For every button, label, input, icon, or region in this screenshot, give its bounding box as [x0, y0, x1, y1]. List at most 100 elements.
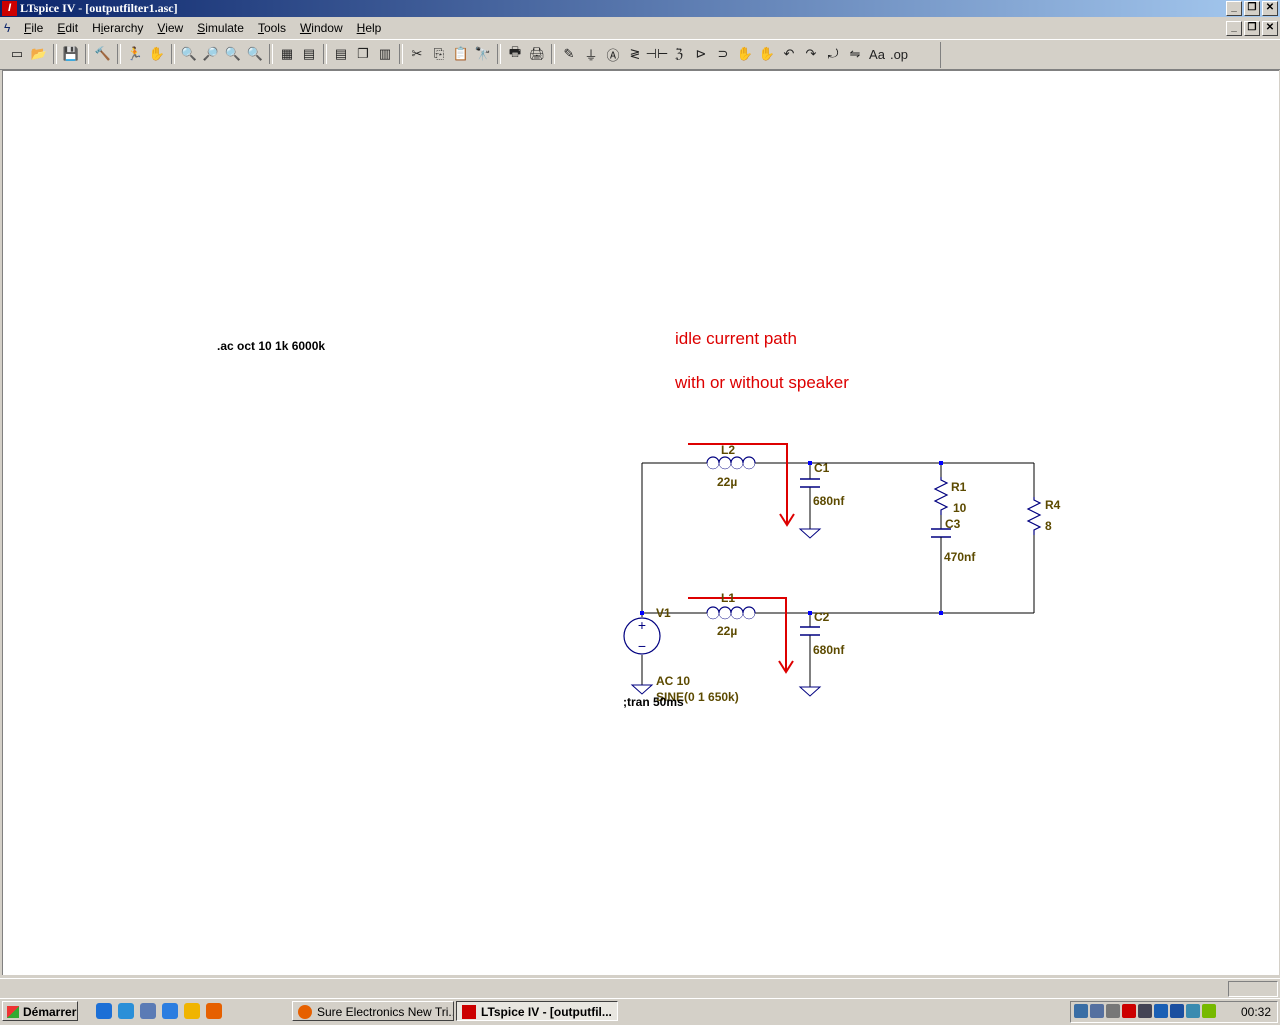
schematic-canvas[interactable]: + − .ac oct 10 1k 6000k idle current pat… — [2, 70, 1279, 975]
tile-horizontal-icon[interactable]: ▤ — [334, 46, 348, 61]
spice-directive-icon[interactable]: .op — [889, 46, 909, 62]
task-button-ltspice[interactable]: LTspice IV - [outputfil... — [456, 1001, 618, 1021]
V1-sine-value[interactable]: SINE(0 1 650k) — [656, 690, 739, 704]
ltspice-tray-icon[interactable] — [1122, 1004, 1136, 1018]
paste-icon[interactable]: 📋 — [452, 46, 470, 61]
rotate-icon[interactable]: ⤾ — [827, 46, 839, 61]
nvidia-icon[interactable] — [1202, 1004, 1216, 1018]
firefox-icon[interactable] — [206, 1003, 222, 1019]
L2-name[interactable]: L2 — [721, 443, 735, 457]
capacitor-C2[interactable] — [800, 626, 820, 636]
V1-name[interactable]: V1 — [656, 606, 671, 620]
resistor-R1[interactable] — [933, 477, 949, 515]
diode-icon[interactable]: ⊳ — [695, 46, 707, 61]
info-icon[interactable] — [1154, 1004, 1168, 1018]
volume-icon[interactable] — [1090, 1004, 1104, 1018]
ie2-icon[interactable] — [162, 1003, 178, 1019]
L2-value[interactable]: 22µ — [717, 475, 737, 489]
R1-value[interactable]: 10 — [953, 501, 967, 515]
C2-name[interactable]: C2 — [814, 610, 830, 624]
component-icon[interactable]: ⊃ — [717, 46, 729, 61]
zoom-fit-icon[interactable]: 🔍 — [246, 46, 264, 61]
waveform-icon[interactable]: ▦ — [280, 46, 294, 61]
text-icon[interactable]: Aa — [869, 46, 885, 62]
annotation-idle-current[interactable]: idle current path — [675, 329, 797, 348]
R4-name[interactable]: R4 — [1045, 498, 1061, 512]
print-setup-icon[interactable]: 🖶 — [508, 44, 522, 59]
undo-icon[interactable]: ↶ — [783, 46, 795, 61]
mirror-icon[interactable]: ⇋ — [849, 46, 861, 61]
voltage-source-V1[interactable]: + − — [623, 617, 661, 655]
C1-value[interactable]: 680nf — [813, 494, 845, 508]
zoom-in-icon[interactable]: 🔍 — [180, 46, 198, 61]
C1-name[interactable]: C1 — [814, 461, 830, 475]
annotation-speaker[interactable]: with or without speaker — [674, 373, 849, 392]
ie-icon[interactable] — [96, 1003, 112, 1019]
monitor-icon[interactable] — [1138, 1004, 1152, 1018]
L1-name[interactable]: L1 — [721, 591, 735, 605]
V1-ac-value[interactable]: AC 10 — [656, 674, 690, 688]
menu-tools[interactable]: Tools — [257, 21, 286, 35]
bluetooth-icon[interactable] — [1170, 1004, 1184, 1018]
ground-icon[interactable]: ⏚ — [584, 47, 598, 63]
drag-icon[interactable]: ✋ — [758, 46, 776, 61]
pan-icon[interactable]: 🔎 — [202, 46, 220, 61]
redo-icon[interactable]: ↷ — [805, 46, 817, 61]
doc-restore-button[interactable]: ❐ — [1244, 21, 1260, 36]
minimize-button[interactable]: _ — [1226, 1, 1242, 16]
security-icon[interactable] — [1186, 1004, 1200, 1018]
draw-wire-icon[interactable]: ✎ — [563, 46, 575, 61]
antivirus-icon[interactable] — [1106, 1004, 1120, 1018]
cascade-icon[interactable]: ❐ — [357, 46, 369, 61]
capacitor-C3[interactable] — [931, 528, 951, 543]
open-icon[interactable]: 📂 — [30, 46, 48, 61]
doc-minimize-button[interactable]: _ — [1226, 21, 1242, 36]
find-icon[interactable]: 🔭 — [474, 46, 492, 61]
menu-edit[interactable]: Edit — [57, 21, 79, 35]
resistor-icon[interactable]: ≷ — [629, 46, 641, 61]
ac-directive[interactable]: .ac oct 10 1k 6000k — [217, 339, 325, 353]
ltspice-app-icon[interactable]: Ɩ — [2, 1, 17, 16]
doc-close-button[interactable]: ✕ — [1262, 21, 1278, 36]
media-icon[interactable] — [184, 1003, 200, 1019]
R4-value[interactable]: 8 — [1045, 519, 1052, 533]
clock[interactable]: 00:32 — [1240, 1005, 1271, 1019]
notepad-icon[interactable] — [140, 1003, 156, 1019]
start-button[interactable]: Démarrer — [2, 1001, 78, 1021]
capacitor-icon[interactable]: ⊣⊢ — [645, 46, 669, 61]
network-icon[interactable] — [1074, 1004, 1088, 1018]
tile-vertical-icon[interactable]: ▥ — [378, 46, 392, 61]
task-button-browser[interactable]: Sure Electronics New Tri... — [292, 1001, 454, 1021]
menu-view[interactable]: View — [157, 21, 184, 35]
resistor-R4[interactable] — [1026, 497, 1042, 535]
menu-help[interactable]: Help — [356, 21, 382, 35]
menu-hierarchy[interactable]: Hierarchy — [92, 21, 144, 35]
print-icon[interactable]: 🖨 — [528, 46, 546, 61]
capacitor-C1[interactable] — [800, 478, 820, 488]
inductor-L2[interactable] — [706, 456, 756, 470]
C3-name[interactable]: C3 — [945, 517, 961, 531]
outlook-icon[interactable] — [118, 1003, 134, 1019]
schematic-svg[interactable]: + − .ac oct 10 1k 6000k idle current pat… — [3, 71, 1279, 975]
maximize-button[interactable]: ❐ — [1244, 1, 1260, 16]
inductor-L1[interactable] — [706, 606, 756, 620]
L1-value[interactable]: 22µ — [717, 624, 737, 638]
save-icon[interactable]: 💾 — [62, 46, 80, 61]
move-icon[interactable]: ✋ — [736, 46, 754, 61]
menu-window[interactable]: Window — [299, 21, 343, 35]
C2-value[interactable]: 680nf — [813, 643, 845, 657]
run-icon[interactable]: 🏃 — [126, 46, 144, 61]
R1-name[interactable]: R1 — [951, 480, 967, 494]
autorange-icon[interactable]: ▤ — [302, 46, 316, 61]
menu-simulate[interactable]: Simulate — [197, 21, 244, 35]
halt-icon[interactable]: ✋ — [148, 46, 166, 61]
inductor-icon[interactable]: ℨ — [674, 46, 683, 61]
menu-file[interactable]: File — [24, 21, 44, 35]
tran-directive[interactable]: ;tran 50ms — [623, 695, 684, 709]
new-schematic-icon[interactable]: ▭ — [10, 46, 24, 61]
cut-icon[interactable]: ✂ — [411, 46, 423, 61]
close-button[interactable]: ✕ — [1262, 1, 1278, 16]
document-icon[interactable]: ϟ — [4, 21, 11, 35]
zoom-out-icon[interactable]: 🔍 — [224, 46, 242, 61]
control-panel-icon[interactable]: 🔨 — [94, 46, 112, 61]
